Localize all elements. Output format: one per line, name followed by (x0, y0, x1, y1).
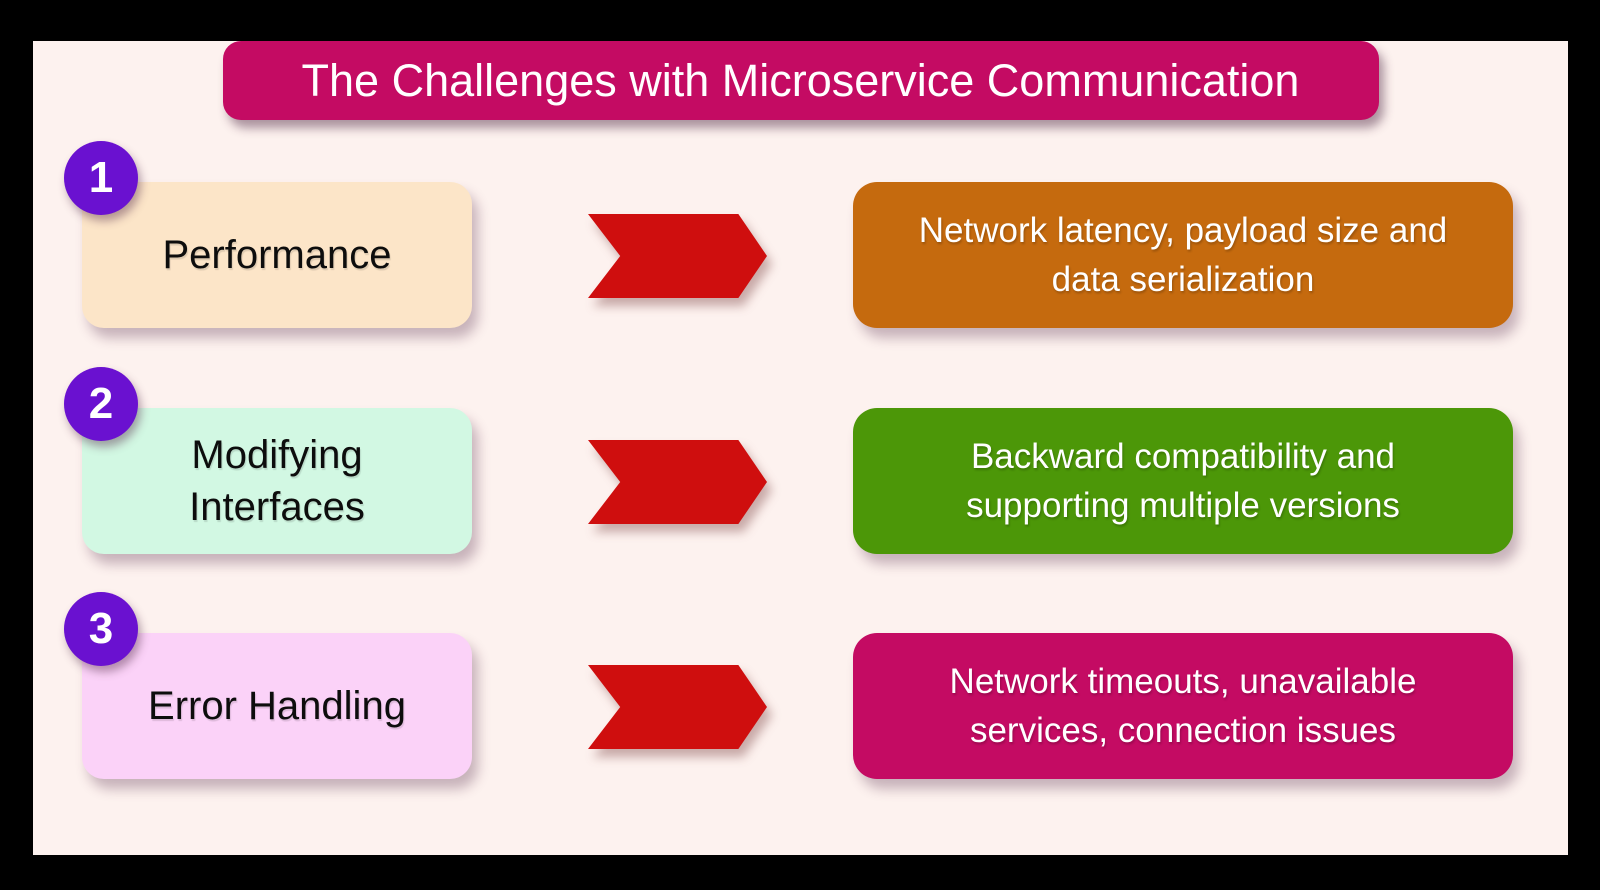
step-3-badge: 3 (64, 592, 138, 666)
detail-box-error-handling: Network timeouts, unavailable services, … (853, 633, 1513, 779)
detail-box-modifying-interfaces: Backward compatibility and supporting mu… (853, 408, 1513, 554)
topic-box-performance: Performance (82, 182, 472, 328)
detail-text-performance: Network latency, payload size and data s… (918, 211, 1448, 299)
topic-box-error-handling: Error Handling (82, 633, 472, 779)
step-3-number: 3 (88, 604, 114, 653)
diagram-panel: The Challenges with Microservice Communi… (33, 41, 1568, 855)
challenge-row-error-handling: 3 Error Handling Network timeouts, unava… (33, 592, 1568, 779)
title-banner: The Challenges with Microservice Communi… (222, 41, 1379, 120)
challenge-row-modifying-interfaces: 2 Modifying Interfaces Backward compatib… (33, 367, 1568, 554)
arrow-icon-row-3 (588, 665, 767, 749)
chevron-arrow-shape (588, 440, 767, 524)
step-1-number: 1 (88, 153, 114, 202)
step-2-badge: 2 (64, 367, 138, 441)
detail-text-modifying-interfaces: Backward compatibility and supporting mu… (966, 437, 1400, 525)
detail-text-error-handling: Network timeouts, unavailable services, … (949, 662, 1417, 750)
arrow-icon-row-1 (588, 214, 767, 298)
topic-label-performance: Performance (162, 233, 392, 277)
topic-label-error-handling: Error Handling (148, 684, 406, 728)
challenge-row-performance: 1 Performance Network latency, payload s… (33, 141, 1568, 328)
topic-label-modifying-interfaces: Modifying Interfaces (189, 433, 365, 529)
chevron-arrow-shape (588, 665, 767, 749)
step-1-badge: 1 (64, 141, 138, 215)
diagram-title: The Challenges with Microservice Communi… (301, 55, 1300, 106)
detail-box-performance: Network latency, payload size and data s… (853, 182, 1513, 328)
topic-box-modifying-interfaces: Modifying Interfaces (82, 408, 472, 554)
arrow-icon-row-2 (588, 440, 767, 524)
step-2-number: 2 (88, 379, 114, 428)
chevron-arrow-shape (588, 214, 767, 298)
